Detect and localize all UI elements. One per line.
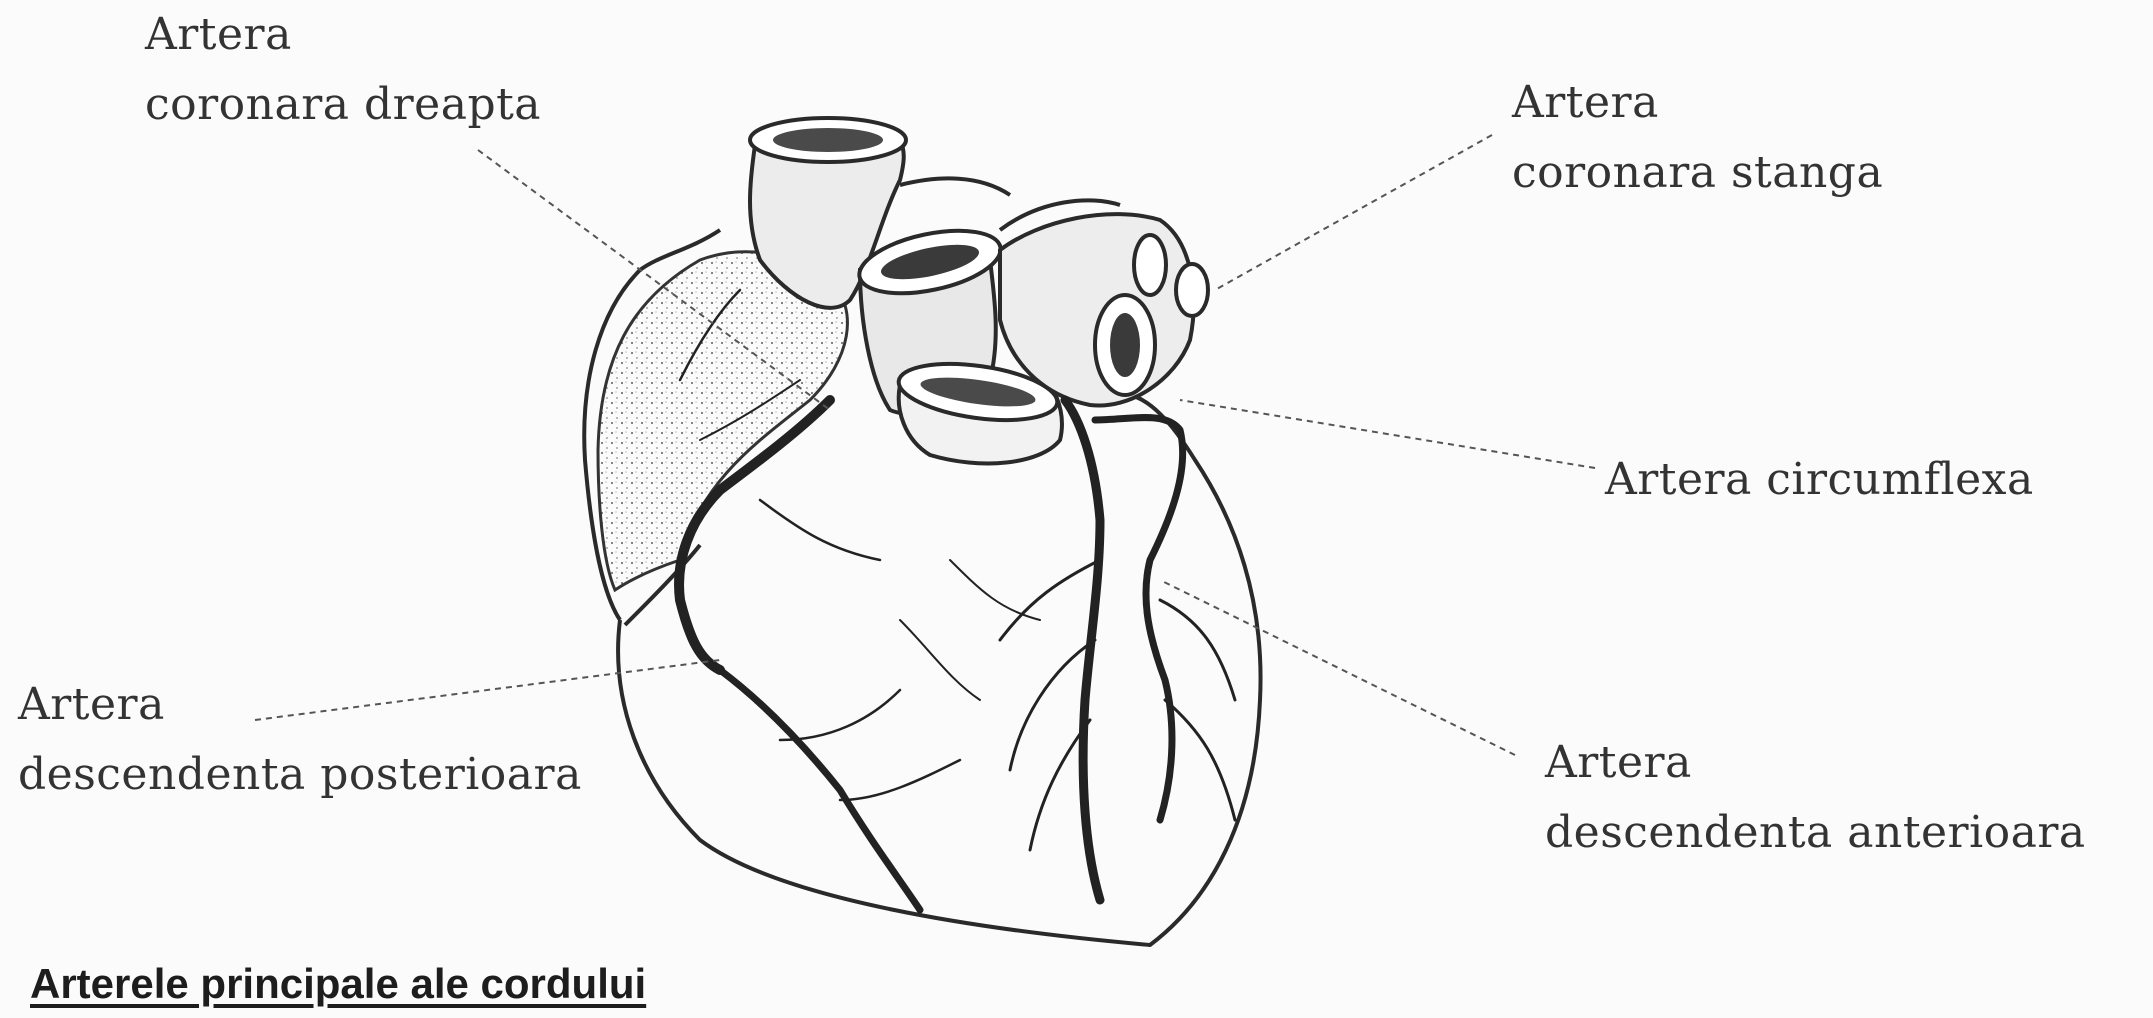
branch-1 [1000,560,1100,640]
branch-6 [760,500,880,560]
label-anterior-descending-line1: Artera [1545,728,2086,798]
pulmonary-vein-1-lumen [1110,313,1140,377]
top-connector [900,178,1010,195]
leader-circumflex [1180,400,1595,468]
label-right-coronary-line1: Artera [145,0,541,70]
label-posterior-descending: Artera descendenta posterioara [18,670,582,810]
label-anterior-descending: Artera descendenta anterioara [1545,728,2086,868]
label-circumflex: Artera circumflexa [1605,445,2034,515]
label-left-coronary-line2: coronara stanga [1512,138,1883,208]
pulmonary-vein-2 [1134,235,1166,295]
label-posterior-descending-line1: Artera [18,670,582,740]
aorta-lumen [773,128,883,152]
leader-left-coronary [1215,135,1492,290]
label-right-coronary: Artera coronara dreapta [145,0,541,140]
label-circumflex-line1: Artera circumflexa [1605,445,2034,515]
circumflex-artery [1095,418,1183,821]
branch-8 [840,760,960,800]
label-right-coronary-line2: coronara dreapta [145,70,541,140]
leader-anterior-descending [1160,580,1515,755]
label-anterior-descending-line2: descendenta anterioara [1545,798,2086,868]
branch-10 [900,620,980,700]
label-left-coronary: Artera coronara stanga [1512,68,1883,208]
branch-5 [1165,700,1235,820]
figure-caption: Arterele principale ale cordului [30,960,646,1008]
branch-4 [1160,600,1235,700]
pulmonary-vein-3 [1176,264,1208,316]
label-posterior-descending-line2: descendenta posterioara [18,740,582,810]
branch-7 [780,690,900,740]
label-left-coronary-line1: Artera [1512,68,1883,138]
